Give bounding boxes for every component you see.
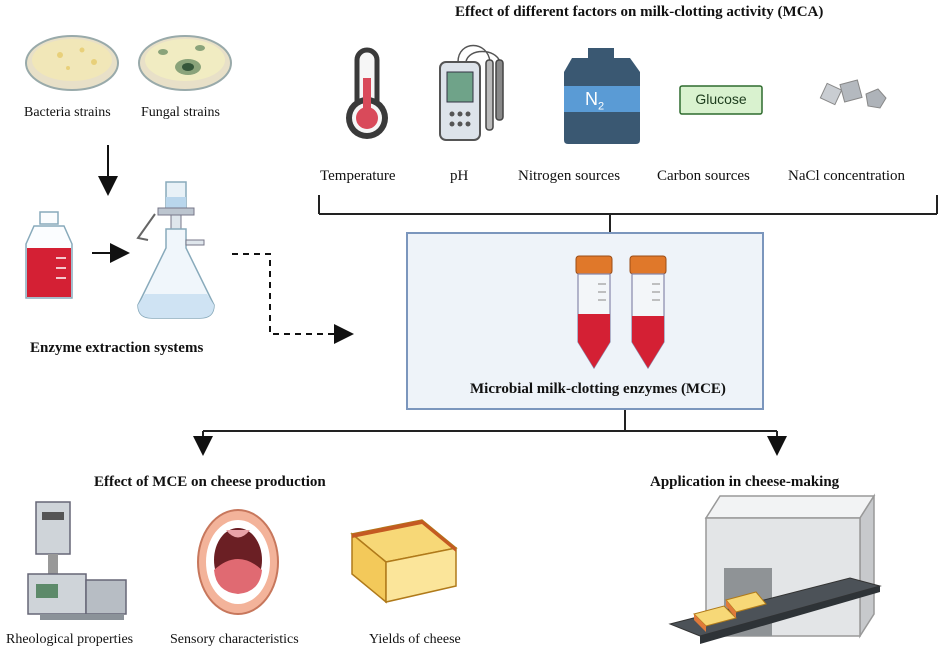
mce-box: Microbial milk-clotting enzymes (MCE) — [406, 232, 764, 410]
factor-label-ph: pH — [450, 168, 469, 184]
strain-label-bacteria: Bacteria strains — [24, 105, 111, 120]
centrifuge-tubes-icon — [575, 255, 667, 370]
cheese-wedge-icon — [350, 519, 458, 604]
tube-left — [575, 255, 613, 370]
nitrogen-symbol: N2 — [585, 89, 605, 113]
extraction-label: Enzyme extraction systems — [30, 340, 204, 356]
effect-label-sensory: Sensory characteristics — [170, 632, 299, 647]
factor-label-nitrogen: Nitrogen sources — [518, 168, 621, 184]
effect-label-rheological: Rheological properties — [6, 632, 134, 647]
glucose-box-label: Glucose — [695, 91, 747, 107]
mce-label: Microbial milk-clotting enzymes (MCE) — [470, 381, 726, 397]
effect-label-yields: Yields of cheese — [369, 632, 461, 647]
mouth-icon — [197, 509, 279, 615]
glucose-box-icon — [679, 85, 763, 115]
strain-label-fungal: Fungal strains — [141, 105, 220, 120]
bacteria-petri-dish-icon — [25, 35, 119, 91]
factors-title: Effect of different factors on milk-clot… — [455, 4, 824, 20]
rheometer-icon — [27, 501, 127, 620]
thermometer-icon — [346, 47, 388, 139]
factor-label-carbon: Carbon sources — [657, 168, 750, 184]
cheese-conveyor-machine-icon — [668, 493, 882, 644]
fungal-petri-dish-icon — [138, 35, 232, 91]
application-title: Application in cheese-making — [650, 474, 840, 490]
factor-label-temperature: Temperature — [320, 168, 396, 184]
salt-crystals-icon — [819, 79, 887, 109]
ph-meter-icon — [439, 44, 504, 141]
factor-label-nacl: NaCl concentration — [788, 168, 906, 184]
culture-bottle-icon — [25, 211, 73, 299]
filtration-flask-icon — [136, 181, 215, 319]
nitrogen-tank-icon — [564, 48, 640, 144]
cheese-effect-title: Effect of MCE on cheese production — [94, 474, 326, 490]
tube-right — [629, 255, 667, 370]
